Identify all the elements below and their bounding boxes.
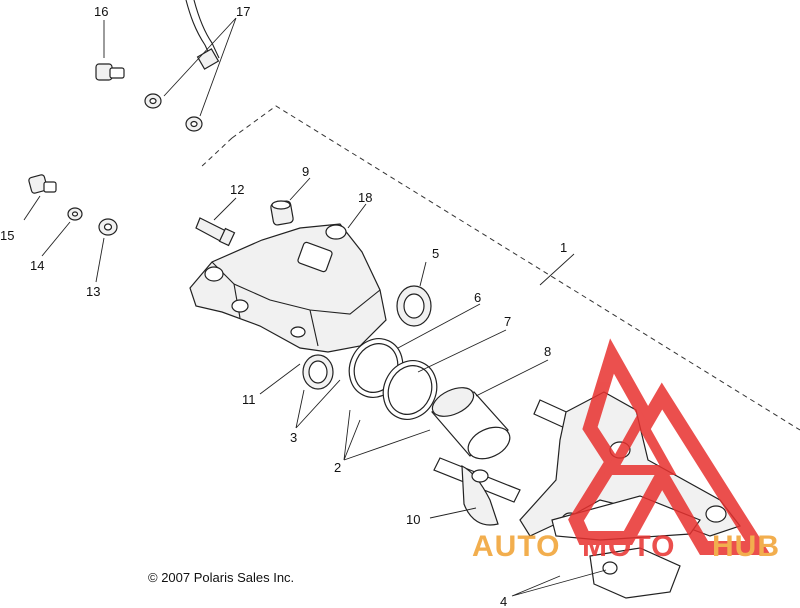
washer-13 [98,218,118,236]
slide-pin-10 [433,457,521,526]
washer-14 [67,207,83,221]
caliper-body-18 [189,223,387,353]
leader-lines [23,17,607,597]
label-7: 7 [504,314,511,329]
watermark-logo: AUTO MOTO HUB [472,338,780,563]
label-11: 11 [242,392,256,407]
watermark-moto: MOTO [582,530,675,563]
label-9: 9 [302,164,309,179]
label-16: 16 [94,4,108,19]
seal-7 [382,360,438,420]
label-17: 17 [236,4,250,19]
label-14: 14 [30,258,44,273]
label-1: 1 [560,240,567,255]
bolt-15 [28,174,57,194]
brake-hose [185,0,220,70]
watermark-mountain-icon [568,338,771,555]
label-12: 12 [230,182,244,197]
label-6: 6 [474,290,481,305]
label-10: 10 [406,512,420,527]
label-18: 18 [358,190,372,205]
label-4: 4 [500,594,507,608]
copyright-text: © 2007 Polaris Sales Inc. [148,570,294,585]
washers-17 [144,93,203,132]
piston-8 [431,387,511,460]
bolt-16 [95,63,125,81]
cap-9 [270,200,294,226]
assembly-outline [199,105,800,431]
label-15: 15 [0,228,14,243]
label-5: 5 [432,246,439,261]
label-8: 8 [544,344,551,359]
piston-11 [302,354,334,390]
label-2: 2 [334,460,341,475]
bleeder-screw-12 [195,217,236,247]
brake-pad-4b [589,547,681,599]
label-3: 3 [290,430,297,445]
label-13: 13 [86,284,100,299]
piston-5 [396,285,432,327]
watermark-auto: AUTO [472,530,560,563]
watermark-hub: HUB [712,530,780,563]
